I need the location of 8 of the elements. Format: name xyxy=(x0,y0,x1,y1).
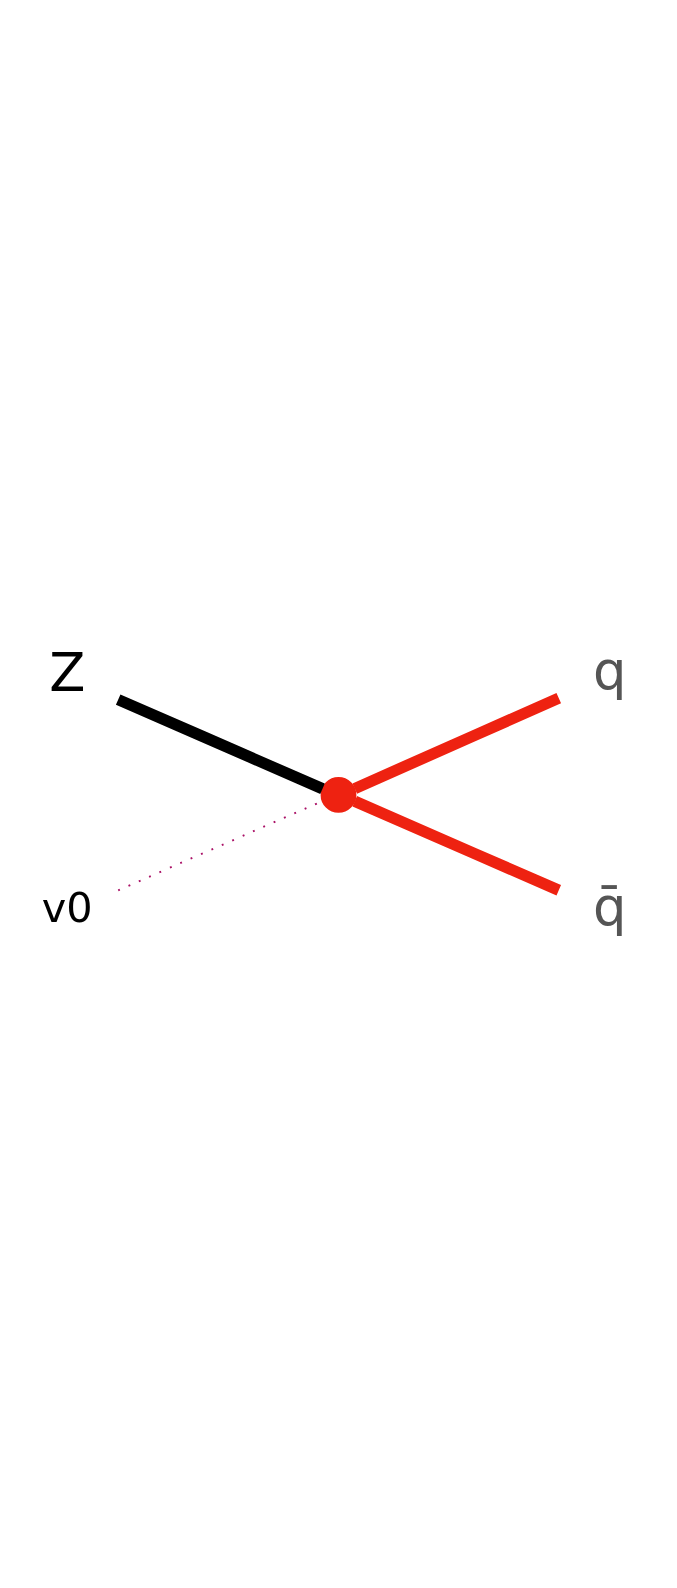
connector xyxy=(352,796,562,896)
connector xyxy=(352,692,562,794)
node-text: Z xyxy=(49,642,86,704)
label: v0 xyxy=(41,884,93,933)
node-text: q xyxy=(593,640,627,702)
node-circle xyxy=(320,777,357,813)
connector xyxy=(115,694,325,794)
node-text: q̄ xyxy=(593,875,627,937)
